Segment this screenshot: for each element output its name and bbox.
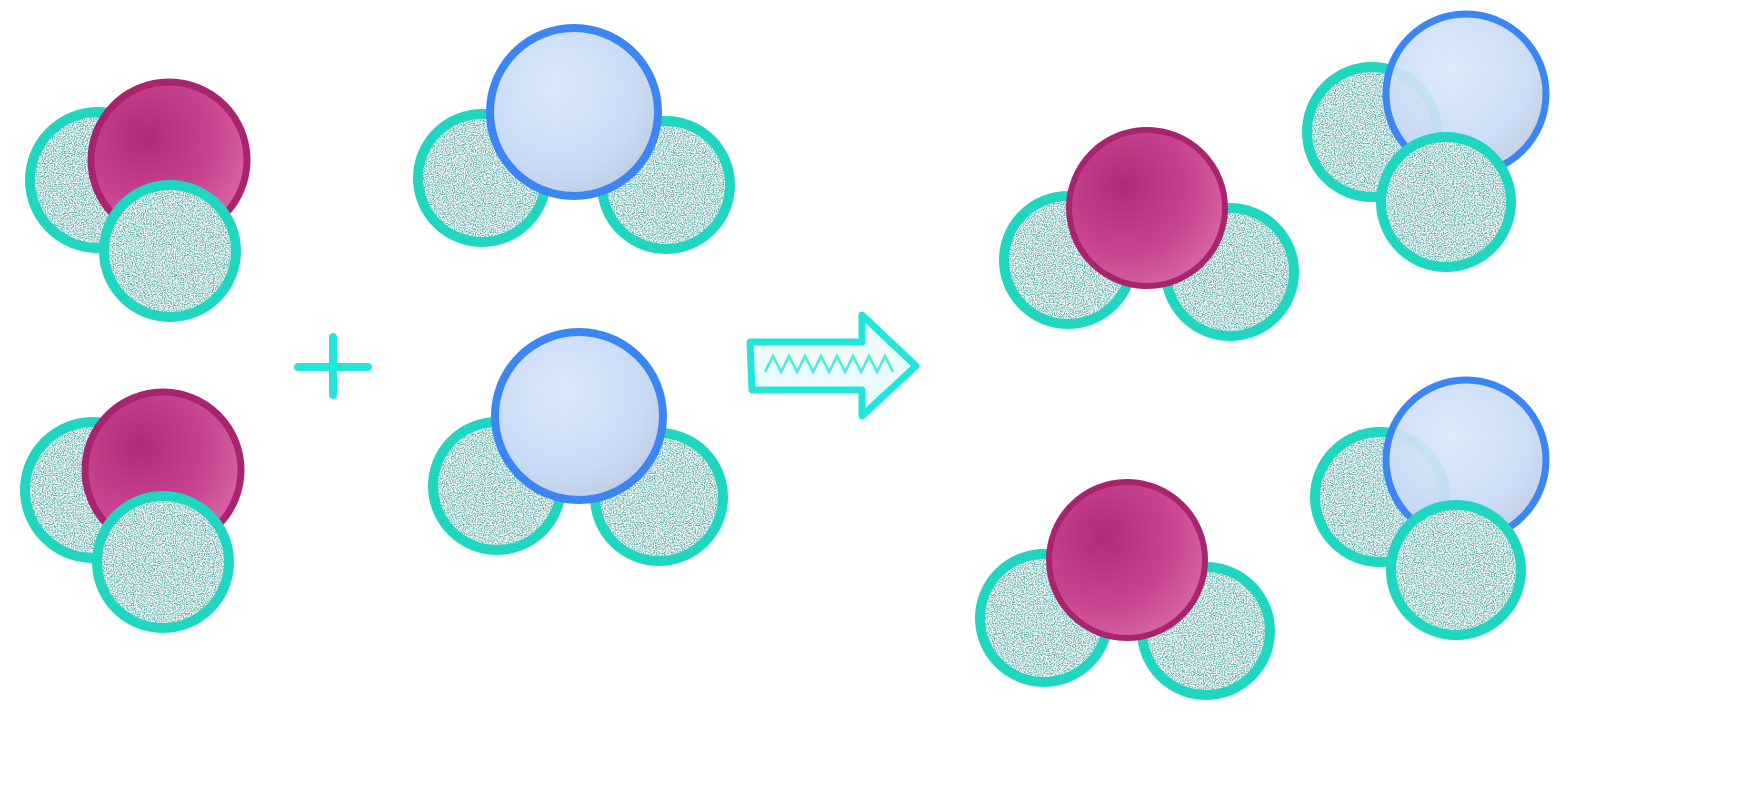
product-blue-molecule-2 [1310,376,1550,640]
speckled-atom [99,180,241,322]
magenta-atom [1066,127,1228,289]
reactant-magenta-molecule-2 [20,388,245,633]
reactant-blue-molecule-1 [413,24,735,254]
blue-atom [486,24,662,200]
blue-atom [491,328,667,504]
speckled-atom [1386,500,1526,640]
reactant-magenta-molecule-1 [25,78,251,322]
magenta-atom [1046,479,1208,641]
reactant-blue-molecule-2 [428,328,728,566]
product-magenta-molecule-1 [999,127,1299,341]
product-magenta-molecule-2 [975,479,1275,700]
plus-icon [294,333,372,399]
speckled-atom [92,491,234,633]
right-arrow-icon [746,311,920,420]
speckled-atom [1376,132,1516,272]
product-blue-molecule-1 [1302,10,1550,272]
